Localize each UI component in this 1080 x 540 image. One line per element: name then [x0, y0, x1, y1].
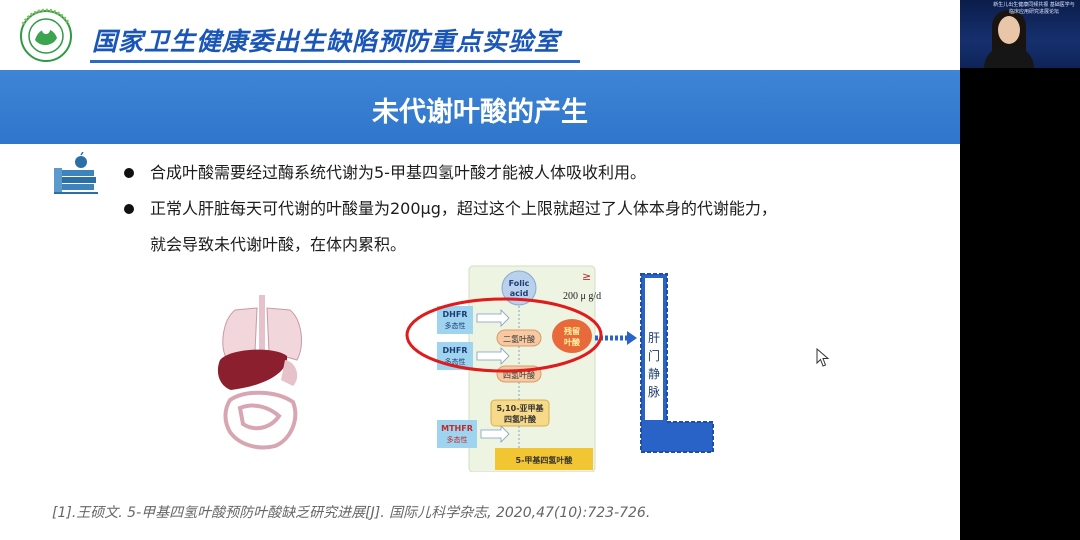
dose-label: 200 μ g/d — [563, 291, 601, 302]
polymorphism-label: 多态性 — [445, 321, 466, 330]
portal-vein-label: 脉 — [648, 384, 660, 399]
bullet-item: 合成叶酸需要经过酶系统代谢为5-甲基四氢叶酸才能被人体吸收利用。 — [120, 155, 920, 191]
folic-acid-label: acid — [510, 289, 529, 298]
mthfr-label: MTHFR — [441, 424, 473, 433]
dihydrofolate-label: 二氢叶酸 — [503, 334, 535, 344]
portal-vein-label: 门 — [648, 348, 660, 363]
slide-title-banner: 未代谢叶酸的产生 — [0, 70, 960, 144]
speaker-body — [984, 46, 1034, 68]
title-underline — [90, 60, 580, 63]
methyl-thf-label: 5-甲基四氢叶酸 — [516, 455, 574, 465]
bullet-item: 正常人肝脏每天可代谢的叶酸量为200μg，超过这个上限就超过了人体本身的代谢能力… — [120, 191, 920, 227]
bullet-continuation: 就会导致未代谢叶酸，在体内累积。 — [150, 235, 407, 254]
methylene-thf-label: 5,10-亚甲基 — [496, 403, 544, 413]
threshold-symbol: ≥ — [582, 270, 591, 283]
institute-logo — [20, 8, 72, 62]
tetrahydrofolate-label: 四氢叶酸 — [503, 370, 535, 380]
dhfr-label: DHFR — [443, 346, 468, 355]
video-panel: 新生儿出生健康同频共振 基础医学与临床应用研究进展论坛 — [960, 0, 1080, 540]
residual-folate-label: 叶酸 — [564, 337, 581, 347]
speaker-video-tile[interactable]: 新生儿出生健康同频共振 基础医学与临床应用研究进展论坛 — [960, 0, 1080, 68]
dhfr-label: DHFR — [443, 310, 468, 319]
slide-title: 未代谢叶酸的产生 — [372, 97, 588, 128]
polymorphism-label: 多态性 — [447, 435, 468, 444]
highlight-ring — [405, 297, 603, 373]
video-caption: 新生儿出生健康同频共振 基础医学与临床应用研究进展论坛 — [993, 2, 1075, 15]
bullet-list: 合成叶酸需要经过酶系统代谢为5-甲基四氢叶酸才能被人体吸收利用。 正常人肝脏每天… — [120, 155, 920, 263]
methylene-thf-label: 四氢叶酸 — [504, 414, 537, 424]
polymorphism-label: 多态性 — [445, 357, 466, 366]
portal-vein-label: 静 — [648, 367, 660, 381]
folate-metabolism-diagram: Folic acid ≥ 200 μ g/d DHFR 多态性 DHFR 多态性… — [405, 265, 714, 472]
reference-citation: [1].王硕文. 5-甲基四氢叶酸预防叶酸缺乏研究进展[J]. 国际儿科学杂志,… — [52, 505, 651, 521]
speaker-face — [998, 16, 1020, 44]
portal-vein-label: 肝 — [648, 331, 660, 345]
institution-title: 国家卫生健康委出生缺陷预防重点实验室 — [92, 27, 561, 56]
books-apple-icon — [54, 152, 98, 194]
organs-illustration — [217, 295, 302, 450]
presentation-slide: 国家卫生健康委出生缺陷预防重点实验室 未代谢叶酸的产生 合成叶酸需要经过酶系统代… — [0, 8, 960, 521]
residual-folate-label: 残留 — [564, 326, 580, 336]
folic-acid-label: Folic — [509, 279, 530, 288]
mouse-cursor-icon — [816, 348, 830, 367]
